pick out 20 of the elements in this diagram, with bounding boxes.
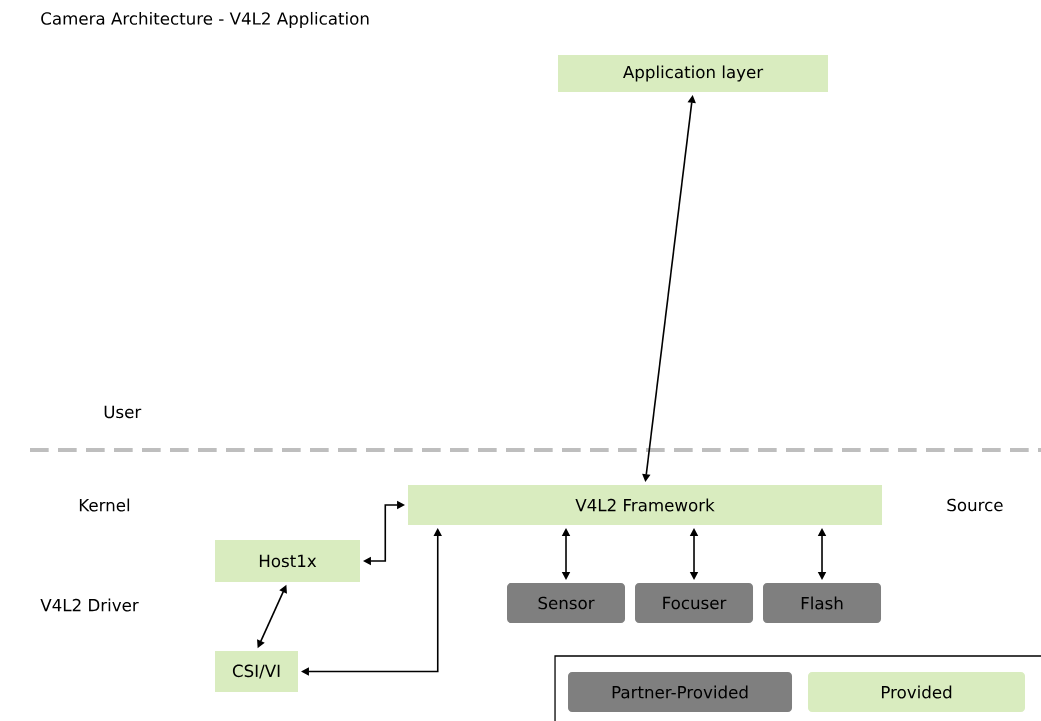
process-box: Flash bbox=[763, 583, 881, 623]
arrow bbox=[301, 528, 442, 676]
process-box: Focuser bbox=[635, 583, 753, 623]
process-box: Application layer bbox=[558, 55, 828, 92]
process-box: Sensor bbox=[507, 583, 625, 623]
process-box: V4L2 Framework bbox=[408, 485, 882, 525]
side-label: Source bbox=[947, 498, 1003, 512]
legend-item: Provided bbox=[808, 672, 1025, 712]
title: Camera Architecture - V4L2 Application bbox=[41, 11, 369, 29]
arrow bbox=[561, 528, 571, 580]
arrow bbox=[689, 528, 699, 580]
arrow bbox=[642, 95, 696, 482]
side-label: User bbox=[104, 405, 142, 419]
process-box: CSI/VI bbox=[215, 651, 298, 692]
arrow bbox=[363, 500, 405, 566]
process-box: Host1x bbox=[215, 540, 360, 582]
arrow bbox=[817, 528, 827, 580]
side-label: V4L2 Driver bbox=[40, 598, 139, 612]
side-label: Kernel bbox=[79, 498, 130, 512]
legend-item: Partner-Provided bbox=[568, 672, 792, 712]
